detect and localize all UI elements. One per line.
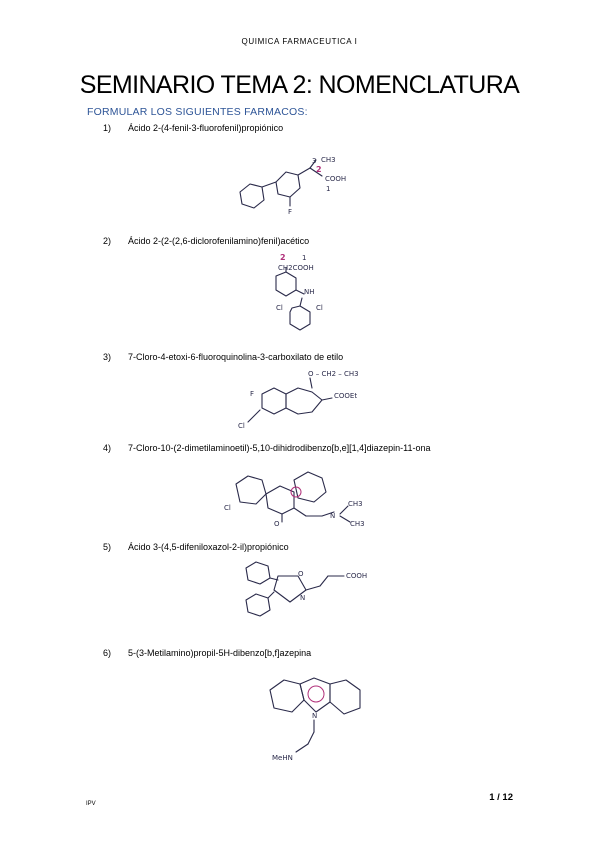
item-text: Ácido 2-(2-(2,6-diclorofenilamino)fenil)… [128,236,310,246]
page-header: QUIMICA FARMACEUTICA I [241,37,358,46]
item-text: 7-Cloro-10-(2-dimetilaminoetil)-5,10-dih… [128,443,431,453]
label-cl: Cl [238,422,245,430]
label-ch3-top: CH3 [348,500,363,508]
label-cl-left: Cl [276,304,283,312]
structure-drawing-5: O N COOH [240,556,390,626]
page-title: SEMINARIO TEMA 2: NOMENCLATURA [79,71,520,99]
item-number: 1) [103,123,112,133]
exercise-item-1: 1) Ácido 2-(4-fenil-3-fluorofenil)propión… [103,123,283,133]
label-cooh: COOH [325,175,346,183]
label-1: 1 [326,185,330,193]
label-o: O [274,520,280,528]
item-number: 4) [103,443,112,453]
label-2: 2 [280,253,286,262]
label-ethoxy: O – CH2 – CH3 [308,370,359,378]
label-n: N [312,712,317,720]
structure-drawing-2: 2 1 CH2COOH NH Cl Cl [262,250,372,340]
label-cl: Cl [224,504,231,512]
label-f: F [288,208,292,216]
item-text: 5-(3-Metilamino)propil-5H-dibenzo[b,f]az… [128,648,312,658]
footer-code: IPV [86,801,96,807]
label-cooet: COOEt [334,392,357,400]
item-number: 3) [103,352,112,362]
structure-drawing-3: O – CH2 – CH3 COOEt F Cl [232,364,382,434]
section-subtitle: FORMULAR LOS SIGUIENTES FARMACOS: [87,106,308,118]
exercise-item-6: 6) 5-(3-Metilamino)propil-5H-dibenzo[b,f]… [103,648,311,658]
item-text: 7-Cloro-4-etoxi-6-fluoroquinolina-3-carb… [128,352,344,362]
structure-drawing-4: O N CH3 CH3 Cl [222,458,382,538]
label-ch3-bottom: CH3 [350,520,365,528]
label-cooh: COOH [346,572,367,580]
exercise-item-2: 2) Ácido 2-(2-(2,6-diclorofenilamino)feni… [103,236,309,246]
label-ch2cooh: CH2COOH [278,264,314,272]
label-2: 2 [316,165,322,174]
label-n: N [300,594,305,602]
exercise-item-3: 3) 7-Cloro-4-etoxi-6-fluoroquinolina-3-ca… [103,352,343,362]
label-o: O [298,570,304,578]
exercise-item-5: 5) Ácido 3-(4,5-difeniloxazol-2-il)propió… [103,542,289,552]
label-3: 3 [312,157,316,165]
page-number: 1 / 12 [489,792,513,803]
structure-drawing-1: 3 CH3 2 COOH 1 F [228,150,378,230]
item-number: 5) [103,542,112,552]
label-n: N [330,512,335,520]
item-text: Ácido 3-(4,5-difeniloxazol-2-il)propióni… [128,542,289,552]
structure-drawing-6: N MeHN [258,660,388,770]
label-nh: NH [304,288,315,296]
item-text: Ácido 2-(4-fenil-3-fluorofenil)propiónic… [128,123,284,133]
label-mehn: MeHN [272,754,293,762]
label-f: F [250,390,254,398]
label-cl-right: Cl [316,304,323,312]
label-ch3: CH3 [321,156,336,164]
item-number: 2) [103,236,112,246]
item-number: 6) [103,648,112,658]
label-1: 1 [302,254,306,262]
exercise-item-4: 4) 7-Cloro-10-(2-dimetilaminoetil)-5,10-d… [103,443,431,453]
